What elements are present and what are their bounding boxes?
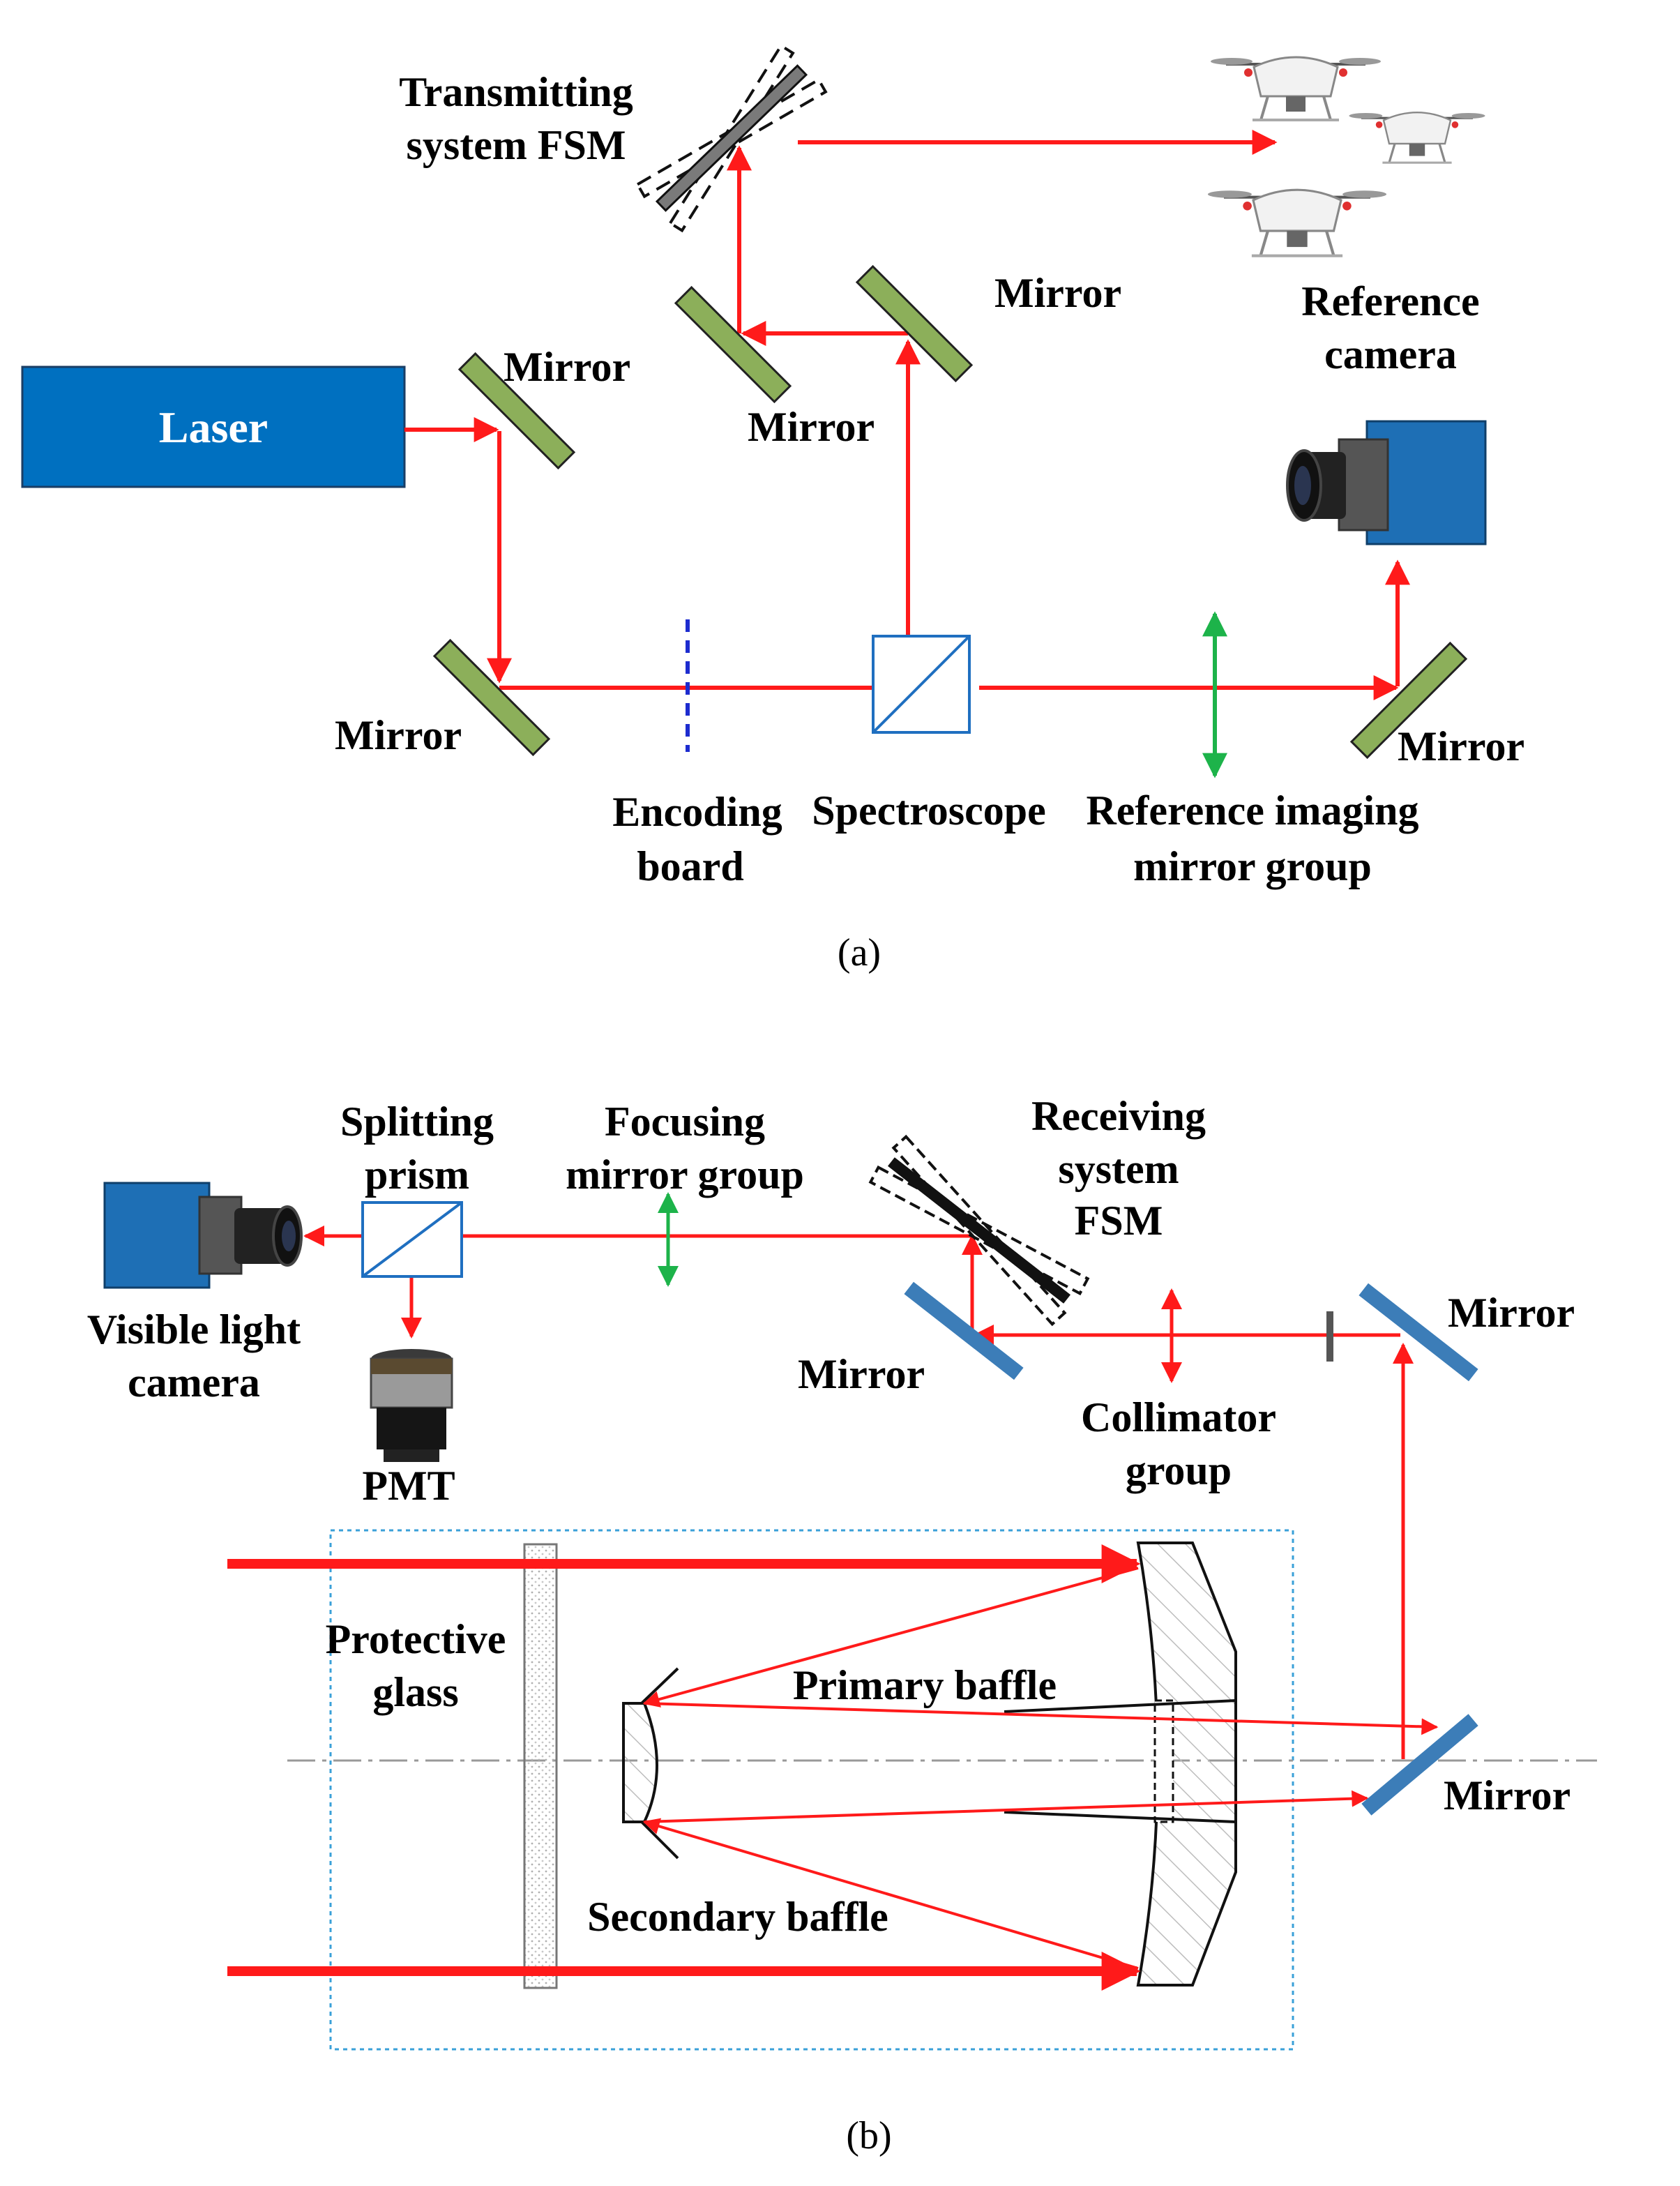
mirror-lower-left: [432, 638, 551, 757]
ray-bottom-reflect: [642, 1818, 1139, 1970]
visible-camera-label-1: Visible light: [87, 1306, 301, 1352]
encoding-board-label-1: Encoding: [612, 789, 782, 835]
mirror-label: Mirror: [748, 404, 875, 450]
drone-icon: [1207, 188, 1387, 257]
ref-imaging-label-2: mirror group: [1133, 843, 1372, 889]
mirror-upper-mid: [674, 285, 792, 404]
beam-paths-a: [404, 130, 1410, 700]
primary-mirror: [1136, 1541, 1237, 1987]
mirror-ref-right: [1349, 641, 1468, 760]
mirror-label: Mirror: [335, 712, 462, 758]
laser-label: Laser: [159, 402, 268, 452]
mirror-upper-right: [855, 264, 974, 383]
secondary-mirror: [622, 1702, 658, 1823]
primary-mirror-hole: [1153, 1699, 1174, 1823]
mirror-label: Mirror: [994, 270, 1121, 316]
ref-camera-label-2: camera: [1324, 331, 1457, 377]
mirror-right: [1359, 1283, 1478, 1382]
field-stop: [1326, 1311, 1333, 1362]
internal-rays: [642, 1567, 1439, 1970]
primary-baffle-label: Primary baffle: [793, 1662, 1057, 1708]
ray-sec-bottom-out: [644, 1790, 1369, 1823]
splitting-prism-label-2: prism: [365, 1152, 469, 1198]
protective-glass-label-2: glass: [372, 1669, 458, 1715]
drone-icons: [1207, 56, 1485, 257]
caption-b: (b): [846, 2114, 891, 2157]
mirror-label: Mirror: [1448, 1290, 1575, 1336]
primary-baffle-bottom: [1004, 1811, 1236, 1823]
visible-camera-label-2: camera: [128, 1359, 260, 1405]
splitting-prism-label-1: Splitting: [340, 1099, 494, 1145]
visible-camera-icon: [103, 1182, 303, 1289]
drone-icon: [1349, 112, 1485, 164]
ray-top-reflect: [642, 1567, 1139, 1708]
rx-fsm-center: [887, 1157, 1071, 1304]
mirror-label: Mirror: [798, 1351, 925, 1397]
mirror-laser: [457, 352, 576, 470]
mirror-label: Mirror: [1398, 723, 1524, 769]
rx-fsm-label-1: Receiving: [1031, 1093, 1206, 1139]
protective-glass-label-1: Protective: [326, 1616, 506, 1662]
telescope-enclosure: [329, 1529, 1294, 2051]
collimator-label-2: group: [1126, 1447, 1232, 1493]
focusing-label-1: Focusing: [605, 1099, 765, 1145]
transmitting-fsm: [635, 43, 828, 233]
tx-fsm-label-1: Transmitting: [399, 69, 633, 115]
mirror-label: Mirror: [1444, 1772, 1571, 1818]
ref-imaging-label-1: Reference imaging: [1086, 787, 1418, 834]
incoming-beams: [227, 1544, 1141, 1991]
caption-a: (a): [838, 931, 881, 974]
splitting-prism: [361, 1201, 463, 1278]
protective-glass: [523, 1543, 558, 1989]
rx-fsm-label-3: FSM: [1075, 1198, 1163, 1244]
focusing-label-2: mirror group: [566, 1152, 804, 1198]
laser-box: [21, 365, 406, 488]
spectroscope-label: Spectroscope: [812, 787, 1046, 834]
ray-sec-top-out: [644, 1702, 1439, 1735]
mirror-bottom: [1361, 1714, 1478, 1816]
pmt-label: PMT: [362, 1463, 455, 1509]
receiving-fsm: [868, 1134, 1090, 1327]
fsm-center: [655, 64, 808, 212]
spectroscope: [872, 635, 971, 734]
rx-fsm-label-2: system: [1058, 1146, 1179, 1192]
panel-b: Splitting prism Focusing mirror group Re…: [87, 1093, 1597, 2157]
reference-camera-icon: [1286, 420, 1487, 545]
primary-baffle-top: [1004, 1699, 1236, 1713]
panel-a: Laser: [21, 43, 1524, 974]
ref-camera-label-1: Reference: [1301, 278, 1479, 324]
mirror-fsm: [904, 1281, 1024, 1380]
mirror-label: Mirror: [504, 344, 630, 390]
rx-fsm-tilt-b: [891, 1134, 1067, 1327]
pmt-icon: [370, 1349, 453, 1462]
tx-fsm-label-2: system FSM: [407, 122, 626, 168]
collimator-label-1: Collimator: [1081, 1394, 1276, 1440]
encoding-board-label-2: board: [637, 843, 743, 889]
mirrors-a: [432, 264, 1468, 760]
secondary-baffle-label: Secondary baffle: [587, 1894, 888, 1940]
drone-icon: [1211, 56, 1381, 121]
